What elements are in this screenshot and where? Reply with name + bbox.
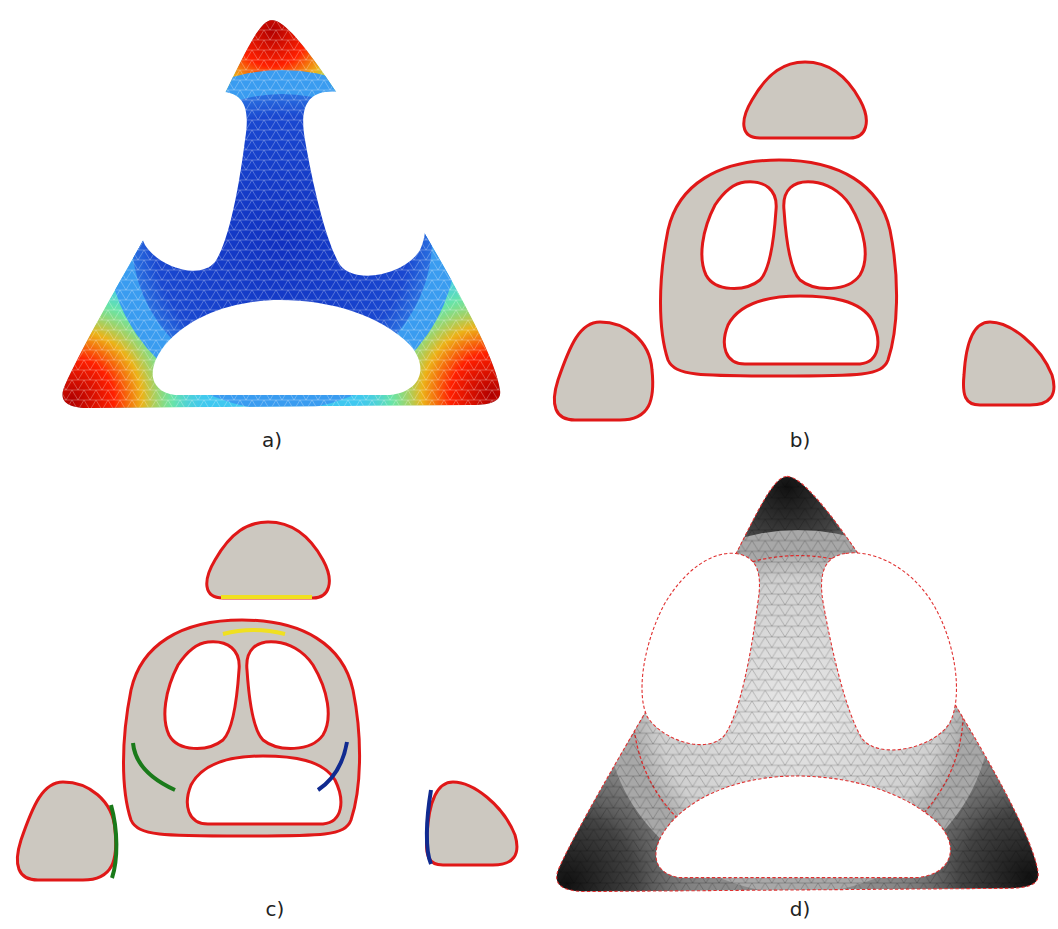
seam-green — [133, 743, 175, 790]
patch-boundary — [557, 476, 1039, 891]
mesh-hole — [822, 553, 957, 750]
seam-green — [111, 805, 116, 878]
matched-pieces — [17, 522, 517, 880]
panel-label: d) — [790, 897, 811, 921]
mesh-surface — [557, 476, 1039, 891]
panel-label: b) — [790, 428, 811, 452]
mesh-surface — [62, 20, 500, 408]
mesh-hole — [153, 300, 421, 395]
cut-pieces — [554, 62, 1054, 420]
panel-label: a) — [262, 428, 282, 452]
mesh-hole — [303, 91, 426, 275]
mesh-lines — [62, 20, 500, 408]
panel-label: c) — [266, 897, 285, 921]
mesh-hole — [656, 776, 951, 878]
seam-yellow — [223, 630, 285, 634]
grey-mesh — [413, 359, 1058, 929]
seam-yellow — [221, 595, 312, 599]
piece-outline — [554, 62, 1054, 420]
mesh-hole — [140, 92, 247, 271]
mesh-lines — [557, 476, 1039, 891]
seam-blue — [318, 742, 347, 790]
colored-mesh — [0, 0, 632, 540]
piece-outline — [17, 522, 517, 880]
mesh-hole — [642, 553, 759, 744]
seam-blue — [427, 790, 431, 864]
